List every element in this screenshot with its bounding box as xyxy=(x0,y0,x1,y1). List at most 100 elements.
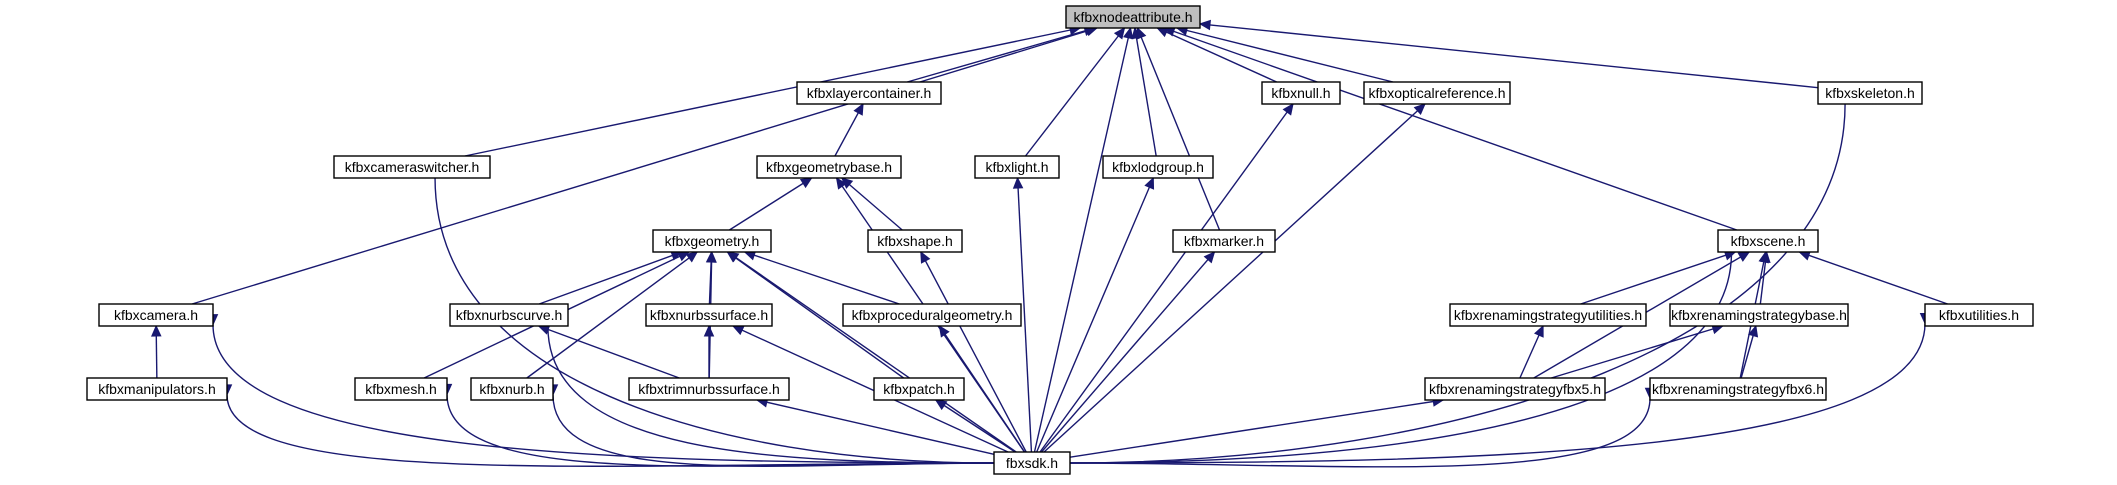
arrowhead-fbxsdk-to-kfbxpatch xyxy=(934,399,948,411)
arrowhead-kfbxmanipulators-to-kfbxcamera xyxy=(151,324,162,337)
node-kfbxgeometrybase[interactable]: kfbxgeometrybase.h xyxy=(756,155,902,179)
node-box-kfbxtrimnurbssurface xyxy=(628,377,790,401)
edge-fbxsdk-to-kfbxrenamingstrategyfbx5 xyxy=(1069,399,1444,458)
node-kfbxmarker[interactable]: kfbxmarker.h xyxy=(1172,229,1276,253)
node-kfbxnull[interactable]: kfbxnull.h xyxy=(1261,81,1341,105)
node-label-kfbxlight: kfbxlight.h xyxy=(985,159,1048,175)
node-kfbxcameraswitcher[interactable]: kfbxcameraswitcher.h xyxy=(333,155,491,179)
node-label-kfbxnurbscurve: kfbxnurbscurve.h xyxy=(456,307,563,323)
node-label-kfbxrenamingstrategyfbx5: kfbxrenamingstrategyfbx5.h xyxy=(1429,381,1601,397)
node-box-kfbxmesh xyxy=(354,377,448,401)
node-kfbxcamera[interactable]: kfbxcamera.h xyxy=(98,303,214,327)
arrowhead-fbxsdk-to-kfbxshape xyxy=(920,250,931,264)
node-kfbxrenamingstrategyfbx6[interactable]: kfbxrenamingstrategyfbx6.h xyxy=(1649,377,1827,401)
node-box-kfbxskeleton xyxy=(1817,81,1923,105)
node-label-kfbxcameraswitcher: kfbxcameraswitcher.h xyxy=(345,159,480,175)
node-label-kfbxopticalreference: kfbxopticalreference.h xyxy=(1369,85,1506,101)
node-label-kfbxmesh: kfbxmesh.h xyxy=(365,381,437,397)
node-kfbxnurbscurve[interactable]: kfbxnurbscurve.h xyxy=(449,303,569,327)
node-label-kfbxscene: kfbxscene.h xyxy=(1731,233,1806,249)
node-label-kfbxnurbssurface: kfbxnurbssurface.h xyxy=(650,307,768,323)
node-label-kfbxpatch: kfbxpatch.h xyxy=(883,381,955,397)
node-label-kfbxnodeattribute: kfbxnodeattribute.h xyxy=(1073,9,1192,25)
node-label-kfbxutilities: kfbxutilities.h xyxy=(1939,307,2019,323)
node-label-kfbxrenamingstrategyfbx6: kfbxrenamingstrategyfbx6.h xyxy=(1652,381,1824,397)
edge-fbxsdk-to-kfbxnurb xyxy=(552,394,995,467)
edge-fbxsdk-to-kfbxmarker xyxy=(1040,251,1216,453)
node-label-kfbxproceduralgeometry: kfbxproceduralgeometry.h xyxy=(852,307,1013,323)
node-box-kfbxrenamingstrategybase xyxy=(1669,303,1849,327)
edge-fbxsdk-to-kfbxnurbssurface xyxy=(732,325,1009,453)
edge-kfbxlodgroup-to-kfbxnodeattribute xyxy=(1134,27,1157,157)
node-box-kfbxmarker xyxy=(1172,229,1276,253)
node-box-kfbxnull xyxy=(1261,81,1341,105)
node-fbxsdk[interactable]: fbxsdk.h xyxy=(993,451,1071,475)
edge-fbxsdk-to-kfbxutilities xyxy=(1069,323,1926,464)
node-kfbxpatch[interactable]: kfbxpatch.h xyxy=(873,377,965,401)
edge-fbxsdk-to-kfbxnurbscurve xyxy=(547,325,995,464)
node-label-kfbxrenamingstrategybase: kfbxrenamingstrategybase.h xyxy=(1671,307,1847,323)
node-kfbxrenamingstrategybase[interactable]: kfbxrenamingstrategybase.h xyxy=(1669,303,1849,327)
node-label-kfbxrenamingstrategyutilities: kfbxrenamingstrategyutilities.h xyxy=(1454,307,1642,323)
node-kfbxlayercontainer[interactable]: kfbxlayercontainer.h xyxy=(796,81,942,105)
edge-kfbxcamera-to-kfbxnodeattribute xyxy=(191,27,1098,305)
arrowhead-kfbxrenamingstrategyfbx5-to-kfbxrenamingstrategyutilities xyxy=(1534,324,1544,338)
edge-kfbxtrimnurbssurface-to-kfbxnurbscurve xyxy=(538,325,680,379)
node-box-kfbxrenamingstrategyutilities xyxy=(1449,303,1647,327)
edge-fbxsdk-to-kfbxpatch xyxy=(935,399,1016,453)
node-label-kfbxmanipulators: kfbxmanipulators.h xyxy=(98,381,216,397)
arrowhead-kfbxgeometry-to-kfbxgeometrybase xyxy=(799,177,813,189)
node-kfbxmesh[interactable]: kfbxmesh.h xyxy=(354,377,448,401)
node-kfbxopticalreference[interactable]: kfbxopticalreference.h xyxy=(1363,81,1511,105)
edge-kfbxlayercontainer-to-kfbxnodeattribute xyxy=(907,27,1095,83)
node-box-kfbxrenamingstrategyfbx5 xyxy=(1424,377,1606,401)
node-kfbxlight[interactable]: kfbxlight.h xyxy=(974,155,1060,179)
node-kfbxmanipulators[interactable]: kfbxmanipulators.h xyxy=(86,377,228,401)
node-kfbxproceduralgeometry[interactable]: kfbxproceduralgeometry.h xyxy=(842,303,1022,327)
arrowhead-kfbxnurb-to-kfbxgeometry xyxy=(685,251,699,263)
edge-kfbxskeleton-to-kfbxnodeattribute xyxy=(1199,23,1819,89)
arrowhead-fbxsdk-to-kfbxnurbssurface xyxy=(731,325,745,336)
node-box-kfbxgeometry xyxy=(652,229,772,253)
edge-kfbxnull-to-kfbxnodeattribute xyxy=(1157,27,1277,83)
node-kfbxrenamingstrategyfbx5[interactable]: kfbxrenamingstrategyfbx5.h xyxy=(1424,377,1606,401)
node-box-kfbxlight xyxy=(974,155,1060,179)
arrowhead-fbxsdk-to-kfbxmarker xyxy=(1203,251,1216,264)
arrowhead-fbxsdk-to-kfbxgeometry xyxy=(726,251,740,263)
node-kfbxutilities[interactable]: kfbxutilities.h xyxy=(1924,303,2034,327)
node-kfbxgeometry[interactable]: kfbxgeometry.h xyxy=(652,229,772,253)
arrowhead-kfbxrenamingstrategyfbx6-to-kfbxrenamingstrategybase xyxy=(1747,324,1759,338)
edge-fbxsdk-to-kfbxgeometry xyxy=(727,251,1017,453)
node-kfbxskeleton[interactable]: kfbxskeleton.h xyxy=(1817,81,1923,105)
node-label-kfbxshape: kfbxshape.h xyxy=(877,233,953,249)
node-kfbxlodgroup[interactable]: kfbxlodgroup.h xyxy=(1102,155,1214,179)
node-kfbxnodeattribute[interactable]: kfbxnodeattribute.h xyxy=(1065,5,1201,29)
node-box-kfbxcameraswitcher xyxy=(333,155,491,179)
edge-kfbxshape-to-kfbxgeometrybase xyxy=(841,177,903,231)
node-box-kfbxpatch xyxy=(873,377,965,401)
edge-kfbxscene-to-kfbxnodeattribute xyxy=(1163,27,1738,231)
arrowhead-fbxsdk-to-kfbxopticalreference xyxy=(1413,103,1426,115)
node-box-kfbxnurbscurve xyxy=(449,303,569,327)
node-kfbxnurbssurface[interactable]: kfbxnurbssurface.h xyxy=(645,303,773,327)
arrowhead-kfbxtrimnurbssurface-to-kfbxnurbssurface xyxy=(703,324,715,337)
arrowhead-fbxsdk-to-kfbxproceduralgeometry xyxy=(938,324,950,338)
node-kfbxtrimnurbssurface[interactable]: kfbxtrimnurbssurface.h xyxy=(628,377,790,401)
nodes-layer: kfbxnodeattribute.h kfbxlayercontainer.h k… xyxy=(86,5,2034,475)
node-box-kfbxrenamingstrategyfbx6 xyxy=(1649,377,1827,401)
edge-fbxsdk-to-kfbxshape xyxy=(920,251,1027,453)
node-label-fbxsdk: fbxsdk.h xyxy=(1006,455,1058,471)
arrowhead-kfbxlight-to-kfbxnodeattribute xyxy=(1113,27,1126,40)
edge-kfbxproceduralgeometry-to-kfbxgeometry xyxy=(744,251,900,305)
edge-fbxsdk-to-kfbxskeleton xyxy=(1069,103,1846,464)
node-kfbxscene[interactable]: kfbxscene.h xyxy=(1717,229,1819,253)
node-kfbxnurb[interactable]: kfbxnurb.h xyxy=(470,377,554,401)
node-kfbxshape[interactable]: kfbxshape.h xyxy=(867,229,963,253)
node-box-kfbxscene xyxy=(1717,229,1819,253)
node-box-kfbxnurb xyxy=(470,377,554,401)
node-kfbxrenamingstrategyutilities[interactable]: kfbxrenamingstrategyutilities.h xyxy=(1449,303,1647,327)
edge-fbxsdk-to-kfbxcamera xyxy=(212,324,995,464)
node-box-kfbxopticalreference xyxy=(1363,81,1511,105)
node-label-kfbxlayercontainer: kfbxlayercontainer.h xyxy=(807,85,932,101)
